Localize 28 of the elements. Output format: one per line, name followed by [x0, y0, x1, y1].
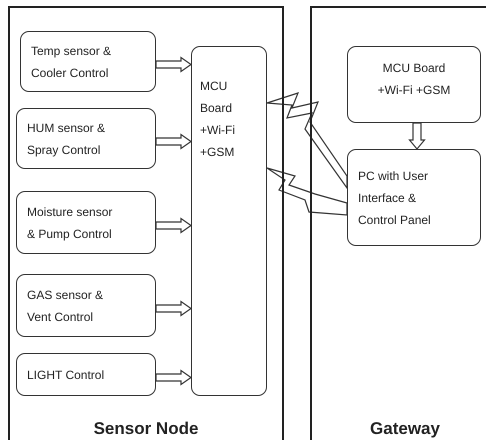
- block-arrow: [155, 56, 192, 73]
- process-box: [347, 46, 481, 123]
- process-box: [16, 274, 156, 337]
- box-label: LIGHT Control: [27, 366, 104, 384]
- block-arrow: [155, 133, 192, 150]
- group-panel: [8, 6, 284, 440]
- block-arrow: [155, 369, 192, 386]
- box-label: GAS sensor & Vent Control: [27, 286, 104, 326]
- process-box: [16, 108, 156, 169]
- panel-title: Gateway: [369, 419, 441, 439]
- process-box: [347, 149, 481, 246]
- box-label: Temp sensor & Cooler Control: [31, 42, 112, 82]
- wireless-link: [266, 92, 348, 190]
- process-box: [16, 353, 156, 396]
- box-label: HUM sensor & Spray Control: [27, 120, 106, 158]
- box-label: MCU Board +Wi-Fi +GSM: [200, 78, 236, 161]
- mcu-board-box: [191, 46, 267, 396]
- process-box: [20, 31, 156, 92]
- box-label: PC with User Interface & Control Panel: [358, 168, 432, 228]
- process-box: [16, 191, 156, 254]
- block-arrow: [155, 300, 192, 317]
- box-label: Moisture sensor & Pump Control: [27, 204, 114, 242]
- box-label: MCU Board +Wi-Fi +GSM: [376, 60, 452, 99]
- block-arrow: [408, 122, 426, 150]
- wireless-link: [266, 167, 348, 216]
- panel-title: Sensor Node: [92, 419, 200, 439]
- group-panel: [310, 6, 486, 440]
- block-arrow: [155, 217, 192, 234]
